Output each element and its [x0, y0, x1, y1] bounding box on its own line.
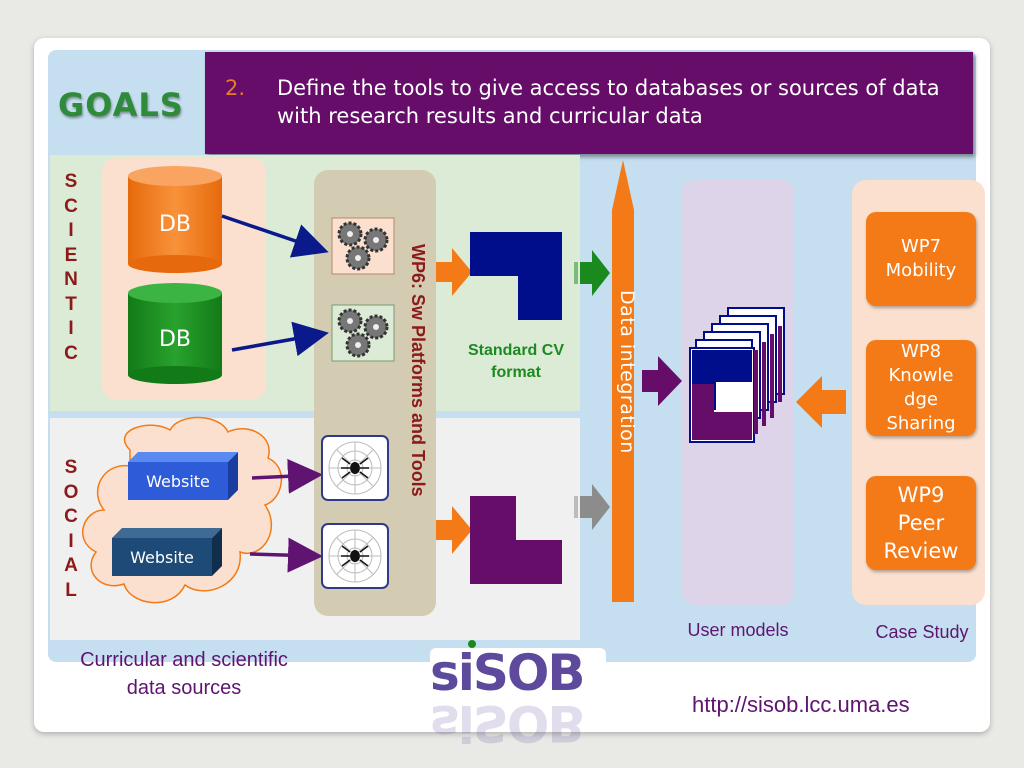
website-box-1-icon [128, 452, 238, 500]
database-label: DB [158, 212, 192, 237]
scientific-letter: N [64, 269, 78, 290]
grey-arrow-icon [574, 484, 610, 530]
data-integration-label-wrap: Data integration [610, 290, 638, 490]
database-orange-icon [128, 166, 222, 273]
scientific-letter: T [65, 293, 77, 315]
gears-icon [331, 217, 395, 275]
data-integration-label: Data integration [616, 290, 638, 454]
database-green-icon [128, 283, 222, 384]
sw-platforms-label-wrap: WP6: Sw Platforms and Tools [398, 244, 428, 544]
orange-arrow-icon [436, 506, 472, 554]
scientific-letter: C [64, 342, 78, 364]
scientific-vertical-label: S C I E N T I C [61, 170, 81, 366]
sw-platforms-label: WP6: Sw Platforms and Tools [408, 244, 428, 497]
wp7-box: WP7 Mobility [866, 212, 976, 306]
orange-left-arrow-icon [796, 376, 846, 428]
social-vertical-label: S O C I A L [61, 456, 81, 603]
scientific-letter: I [68, 318, 74, 339]
goal-number: 2. [225, 76, 246, 100]
scientific-letter: C [64, 195, 78, 217]
goal-text: Define the tools to give access to datab… [277, 76, 940, 128]
sources-caption: Curricular and scientific data sources [80, 649, 288, 699]
social-letter: I [68, 530, 74, 552]
sisob-logo: siSOB siSOB [430, 640, 606, 752]
social-letter: O [63, 481, 79, 503]
user-models-stack-icon [689, 307, 785, 443]
standard-cv-shape [470, 232, 562, 320]
spider-web-icon [321, 523, 389, 589]
website-label: Website [146, 472, 210, 491]
wp9-label: WP9 Peer Review [883, 483, 959, 563]
goal-header: 2. Define the tools to give access to da… [205, 52, 973, 154]
scientific-letter: E [64, 244, 78, 266]
database-label: DB [158, 327, 192, 352]
standard-cv-label: Standard CV format [467, 342, 564, 381]
sisob-logo-reflection: siSOB [430, 694, 584, 752]
project-url[interactable]: http://sisob.lcc.uma.es [692, 692, 910, 717]
website-label: Website [130, 548, 194, 567]
website-box-2-icon [112, 528, 222, 576]
social-letter: L [65, 579, 77, 601]
goals-title: GOALS [58, 86, 184, 124]
purple-arrow-icon [642, 356, 682, 406]
social-data-shape [470, 496, 562, 584]
wp9-box: WP9 Peer Review [866, 476, 976, 570]
social-letter: S [64, 457, 78, 478]
sisob-logo-text: siSOB [430, 644, 584, 702]
gears-icon [331, 304, 395, 362]
scientific-letter: S [64, 171, 78, 192]
spider-web-icon [321, 435, 389, 501]
social-letter: C [64, 506, 78, 527]
wp8-box: WP8 Knowle dge Sharing [866, 340, 976, 436]
scientific-letter: I [68, 220, 74, 241]
wp8-label: WP8 Knowle dge Sharing [886, 341, 956, 434]
social-letter: A [64, 555, 78, 576]
green-arrow-icon [574, 250, 610, 296]
user-models-label: User models [687, 620, 789, 640]
wp7-label: WP7 Mobility [885, 236, 957, 281]
data-integration-bar [612, 160, 634, 602]
orange-arrow-icon [436, 248, 472, 296]
case-study-label: Case Study [875, 622, 969, 642]
